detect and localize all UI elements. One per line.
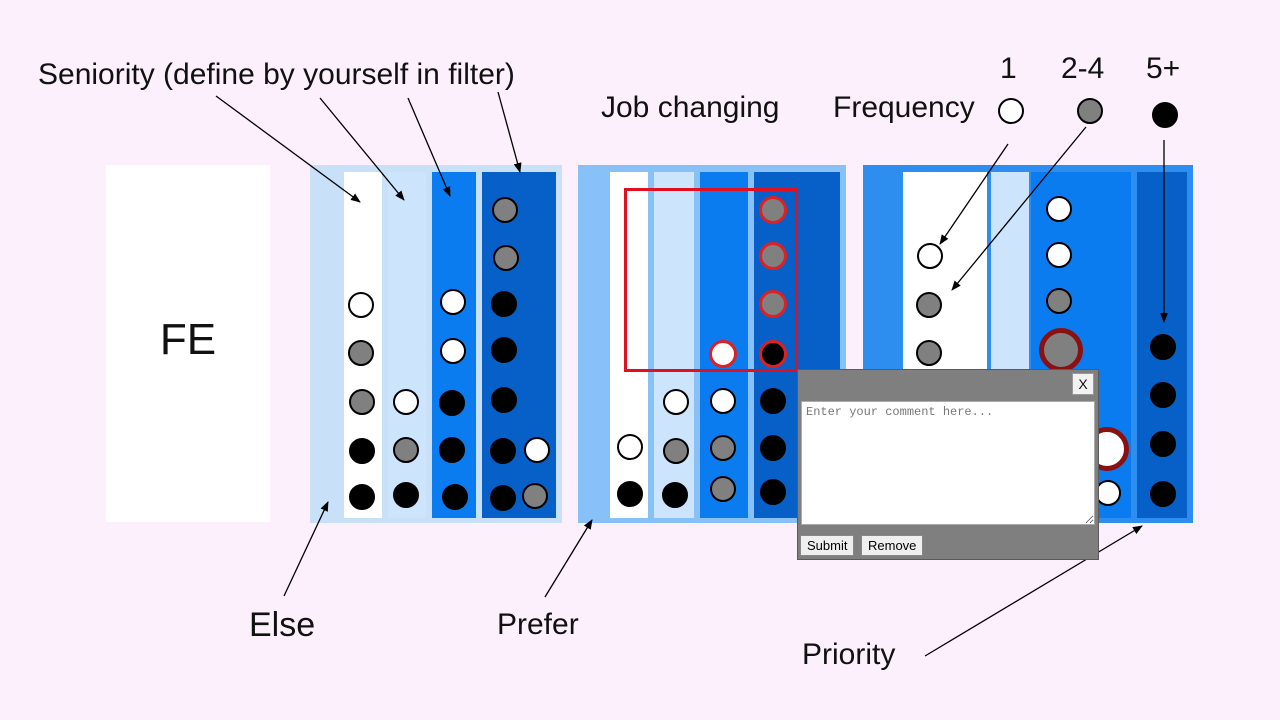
dot-freq-2-4	[349, 389, 375, 415]
dot-freq-5plus	[1150, 481, 1176, 507]
dot-freq-1	[1046, 196, 1072, 222]
dot-freq-5plus	[490, 438, 516, 464]
dot-highlighted	[759, 242, 787, 270]
dot-freq-2-4	[393, 437, 419, 463]
dot-freq-1	[710, 388, 736, 414]
close-button[interactable]: X	[1072, 373, 1094, 395]
dot-freq-5plus	[349, 484, 375, 510]
fe-box: FE	[106, 165, 270, 522]
dot-freq-2-4	[522, 483, 548, 509]
legend-dot-5plus	[1152, 102, 1178, 128]
dot-freq-5plus	[1150, 382, 1176, 408]
dot-freq-5plus	[439, 437, 465, 463]
dot-freq-2-4	[663, 438, 689, 464]
legend-label-1: 1	[1000, 52, 1017, 85]
dot-freq-1	[617, 434, 643, 460]
dot-freq-1	[1046, 242, 1072, 268]
dot-freq-5plus	[349, 438, 375, 464]
prefer-label: Prefer	[497, 608, 579, 641]
remove-button[interactable]: Remove	[861, 535, 924, 556]
dot-freq-1	[663, 389, 689, 415]
dot-freq-1	[1095, 480, 1121, 506]
dot-freq-1	[348, 292, 374, 318]
dot-freq-1	[917, 243, 943, 269]
dot-highlighted	[759, 340, 787, 368]
dot-highlighted	[759, 290, 787, 318]
legend-dot-1	[998, 98, 1024, 124]
dot-freq-5plus	[442, 484, 468, 510]
job-changing-label: Job changing	[601, 91, 780, 124]
dot-freq-2-4	[348, 340, 374, 366]
dot-freq-2-4	[710, 435, 736, 461]
dot-freq-1	[440, 289, 466, 315]
dot-highlighted	[709, 340, 737, 368]
dot-freq-2-4	[1046, 288, 1072, 314]
prefer-col-1	[610, 172, 648, 518]
priority-label: Priority	[802, 638, 896, 671]
dot-freq-5plus	[490, 485, 516, 511]
dot-freq-5plus	[439, 390, 465, 416]
dot-freq-5plus	[393, 482, 419, 508]
selection-rectangle	[624, 188, 798, 372]
comment-textarea[interactable]	[801, 401, 1095, 525]
dot-freq-5plus	[760, 435, 786, 461]
submit-button[interactable]: Submit	[800, 535, 855, 556]
dot-freq-1	[393, 389, 419, 415]
fe-label: FE	[159, 315, 217, 364]
legend-label-2-4: 2-4	[1061, 52, 1105, 85]
dot-freq-5plus	[1150, 431, 1176, 457]
dot-freq-2-4	[916, 292, 942, 318]
legend-dot-2-4	[1077, 98, 1103, 124]
seniority-label: Seniority (define by yourself in filter)	[38, 58, 515, 91]
dot-freq-5plus	[662, 482, 688, 508]
dot-freq-2-4	[916, 340, 942, 366]
dot-freq-5plus	[491, 337, 517, 363]
dot-freq-2-4	[493, 245, 519, 271]
comment-popup: X Submit Remove	[797, 369, 1099, 560]
dot-freq-2-4	[710, 476, 736, 502]
dot-freq-5plus	[617, 481, 643, 507]
dot-freq-1	[440, 338, 466, 364]
dot-freq-5plus	[760, 388, 786, 414]
else-label: Else	[249, 606, 316, 644]
dot-freq-5plus	[760, 479, 786, 505]
dot-freq-2-4	[492, 197, 518, 223]
frequency-label: Frequency	[833, 91, 975, 124]
dot-freq-5plus	[491, 387, 517, 413]
dot-freq-5plus	[1150, 334, 1176, 360]
legend-label-5plus: 5+	[1146, 52, 1181, 85]
dot-highlighted	[759, 196, 787, 224]
dot-freq-5plus	[491, 291, 517, 317]
dot-freq-1	[524, 437, 550, 463]
